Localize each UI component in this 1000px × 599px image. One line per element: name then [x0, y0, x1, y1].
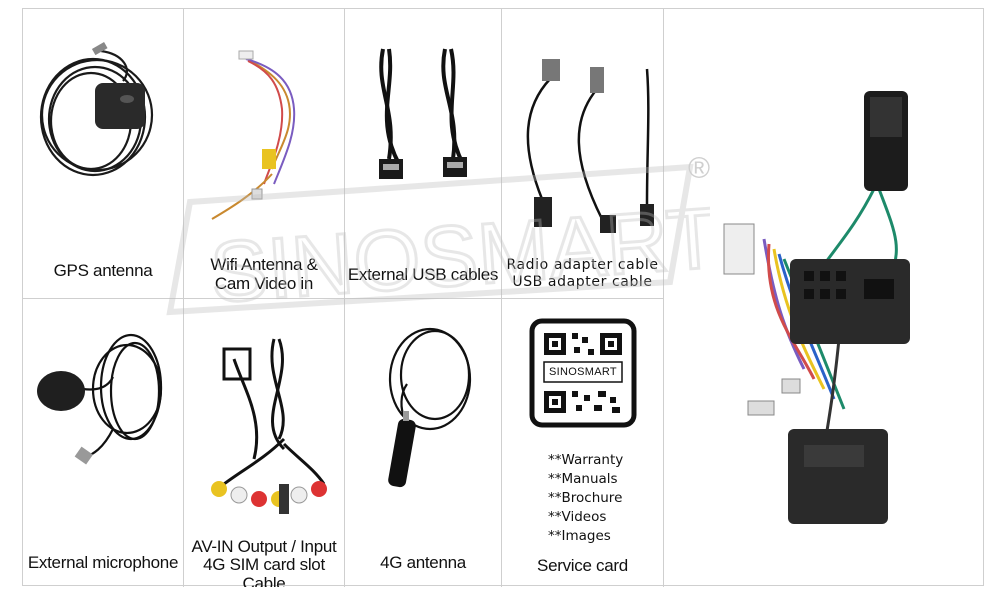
cell-usb-cables: External USB cables [345, 9, 502, 299]
cell-wifi-antenna: Wifi Antenna & Cam Video in [184, 9, 345, 299]
gps-antenna-label: GPS antenna [53, 261, 153, 280]
radio-adapter-label-line1: Radio adapter cable [506, 257, 659, 273]
service-card-items: **Warranty **Manuals **Brochure **Videos… [548, 451, 623, 546]
service-item-warranty: **Warranty [548, 452, 624, 468]
qr-code-icon [529, 318, 637, 428]
service-item-images: **Images [548, 528, 611, 544]
4g-antenna-illustration [388, 327, 472, 488]
radio-adapter-label-line2: USB adapter cable [512, 274, 653, 290]
wifi-antenna-label-line2: Cam Video in [214, 274, 314, 293]
accessory-grid: GPS antenna Wifi Antenna & Cam Video in [22, 8, 984, 587]
gps-antenna-illustration [39, 42, 154, 177]
wiring-harness-illustration [723, 91, 910, 524]
av-cable-illustration [211, 338, 327, 514]
cell-gps-antenna: GPS antenna [23, 9, 184, 299]
service-item-videos: **Videos [548, 509, 607, 525]
av-cable-label-line2: 4G SIM card slot Cable [203, 555, 325, 587]
microphone-label: External microphone [27, 553, 179, 572]
service-card-label: Service card [537, 556, 628, 575]
service-item-brochure: **Brochure [548, 490, 623, 506]
cell-4g-antenna: 4G antenna [345, 299, 502, 587]
usb-cables-label: External USB cables [347, 265, 499, 284]
wifi-antenna-label-line1: Wifi Antenna & [210, 255, 318, 274]
cell-microphone: External microphone [23, 299, 184, 587]
cell-radio-adapter: Radio adapter cable USB adapter cable [502, 9, 664, 299]
radio-adapter-illustration [526, 59, 654, 233]
usb-cables-illustration [379, 48, 467, 179]
cell-wiring-harness [664, 9, 983, 585]
4g-antenna-label: 4G antenna [380, 553, 466, 572]
cell-av-cable: AV-IN Output / Input 4G SIM card slot Ca… [184, 299, 345, 587]
cell-service-card: SINOSMART **Warranty **Manuals **Brochur… [502, 299, 664, 587]
qr-brand-text: SINOSMART [549, 366, 617, 378]
wifi-cable-illustration [211, 50, 296, 220]
service-item-manuals: **Manuals [548, 471, 618, 487]
av-cable-label-line1: AV-IN Output / Input [191, 537, 337, 556]
watermark-registered-mark: ® [688, 152, 711, 185]
microphone-illustration [37, 333, 163, 465]
